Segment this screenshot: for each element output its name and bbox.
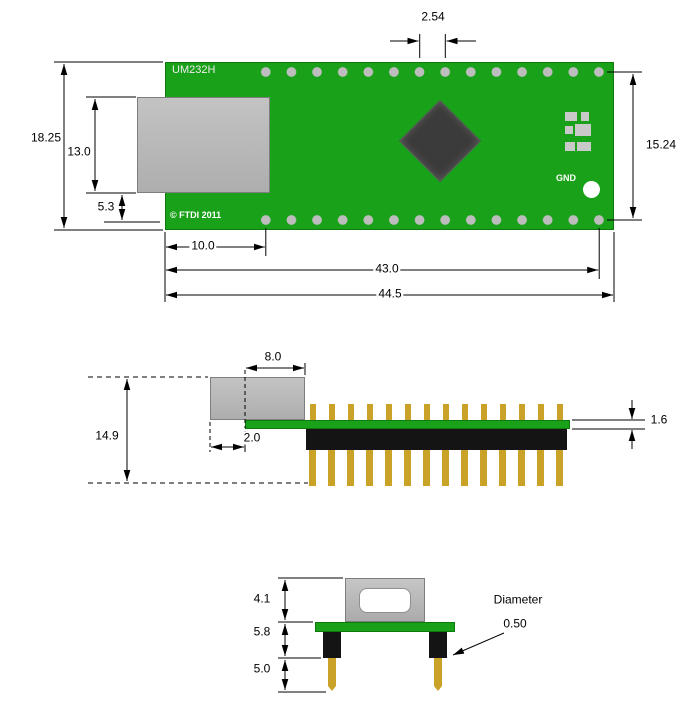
pad bbox=[565, 126, 573, 134]
pad bbox=[575, 124, 591, 136]
usb-connector-side bbox=[210, 377, 305, 420]
gnd-silkscreen-label: GND bbox=[556, 173, 576, 183]
header-plastic-left bbox=[323, 632, 341, 658]
pad bbox=[565, 112, 577, 121]
pin-row-top-stubs bbox=[310, 404, 563, 420]
usb-opening bbox=[359, 588, 411, 613]
dim-board-height-label: 18.25 bbox=[28, 130, 64, 145]
dim-board-width-label: 44.5 bbox=[376, 286, 404, 301]
diameter-leader-arrow bbox=[452, 632, 505, 656]
pad-row-top bbox=[253, 65, 613, 79]
pcb-side bbox=[245, 420, 570, 429]
dim-usb-overhang-label: 2.0 bbox=[241, 430, 263, 445]
dim-pcb-thickness-lines bbox=[572, 400, 645, 449]
dim-usb-height-label: 13.0 bbox=[65, 144, 93, 159]
dim-pin-offset-label: 10.0 bbox=[189, 238, 217, 253]
dim-usb-overhang-lines bbox=[209, 422, 246, 452]
dim-pin-pitch-lines bbox=[390, 34, 476, 58]
dim-row-spacing-label: 15.24 bbox=[643, 137, 679, 152]
dim-body-height-label: 5.8 bbox=[251, 624, 273, 639]
dim-pin-length-label: 5.0 bbox=[251, 661, 273, 676]
dim-pin-pitch-label: 2.54 bbox=[419, 9, 447, 24]
dim-pin-span-label: 43.0 bbox=[373, 261, 401, 276]
jumper-pads bbox=[563, 110, 603, 162]
pad-row-bottom bbox=[253, 213, 613, 227]
header-plastic-side bbox=[306, 429, 567, 450]
dim-usb-depth-label: 8.0 bbox=[262, 349, 284, 364]
diameter-label: Diameter bbox=[491, 592, 545, 607]
diameter-value-label: 0.50 bbox=[501, 616, 529, 631]
board-silkscreen-label: UM232H bbox=[172, 64, 216, 76]
dim-pcb-thickness-label: 1.6 bbox=[648, 412, 670, 427]
pcb-end bbox=[315, 622, 455, 632]
gnd-pad-hole bbox=[583, 181, 600, 198]
pin-row-long-pins bbox=[309, 450, 563, 486]
header-plastic-right bbox=[429, 632, 447, 658]
dim-overall-height-label: 14.9 bbox=[93, 428, 121, 443]
pad bbox=[565, 142, 575, 151]
dim-usb-height-lines bbox=[86, 96, 136, 194]
dim-usb-offset-label: 5.3 bbox=[95, 199, 117, 214]
pad bbox=[581, 112, 589, 121]
copyright-silkscreen-label: © FTDI 2011 bbox=[170, 210, 222, 220]
usb-connector bbox=[137, 97, 270, 193]
pin-right bbox=[434, 658, 442, 691]
pin-left bbox=[328, 658, 336, 691]
pad bbox=[577, 142, 591, 151]
dim-connector-height-label: 4.1 bbox=[251, 591, 273, 606]
